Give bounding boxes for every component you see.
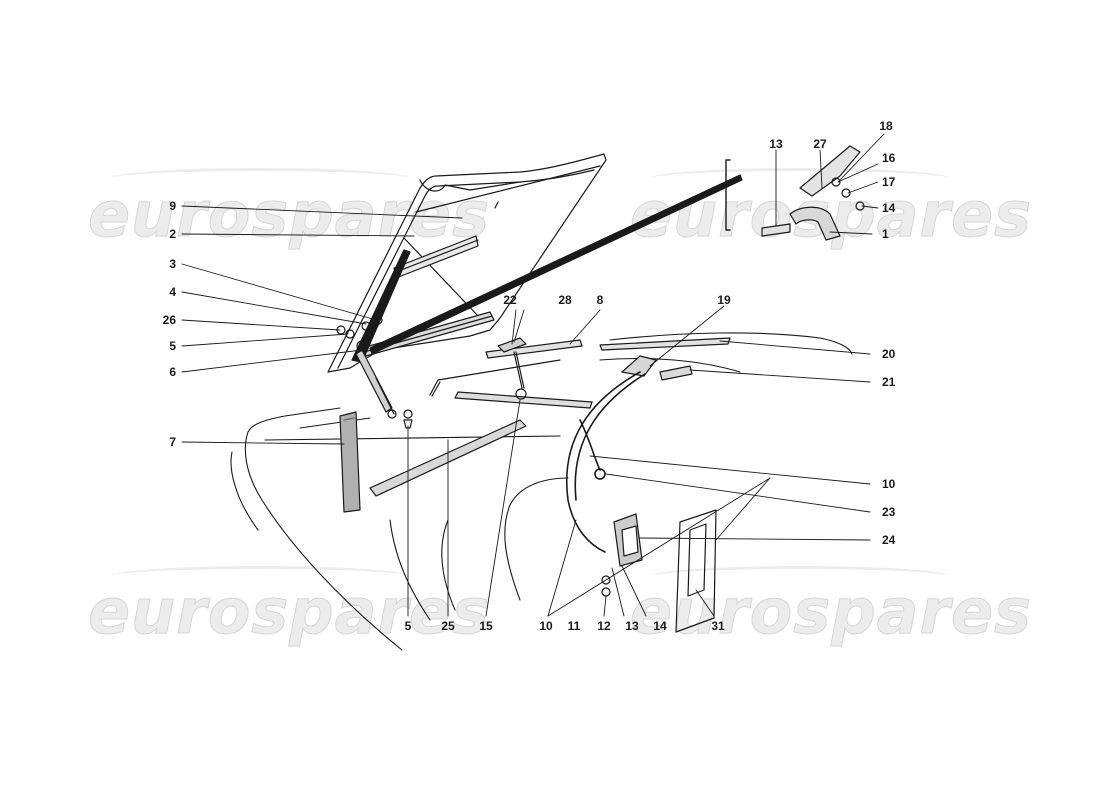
handle-bracket bbox=[675, 509, 717, 633]
leader-lines bbox=[181, 133, 885, 617]
car-body-outline bbox=[230, 332, 853, 651]
callout-label: 5 bbox=[404, 619, 412, 633]
callout-label: 28 bbox=[558, 293, 572, 307]
callout-label: 26 bbox=[162, 313, 176, 327]
release-cable bbox=[566, 371, 646, 553]
callout-label: 17 bbox=[882, 175, 896, 189]
callout-label: 23 bbox=[882, 505, 896, 519]
callout-label: 13 bbox=[769, 137, 783, 151]
support-lines bbox=[351, 174, 743, 363]
callout-label: 10 bbox=[539, 619, 553, 633]
watermark-text: eurospares bbox=[87, 178, 491, 252]
callout-label: 25 bbox=[441, 619, 455, 633]
callout-label: 6 bbox=[169, 365, 176, 379]
prop-rod bbox=[429, 359, 561, 397]
watermark-swoosh bbox=[110, 168, 410, 189]
watermark-swoosh bbox=[650, 168, 950, 189]
callout-label: 14 bbox=[882, 201, 896, 215]
callout-label: 12 bbox=[597, 619, 611, 633]
frame-seal bbox=[454, 337, 731, 409]
watermark-swoosh bbox=[110, 566, 410, 587]
callout-label: 27 bbox=[813, 137, 827, 151]
callout-label: 16 bbox=[882, 151, 896, 165]
bonnet-lid bbox=[327, 153, 607, 373]
callout-label: 1 bbox=[882, 227, 889, 241]
callout-label: 9 bbox=[169, 199, 176, 213]
watermark-text: eurospares bbox=[87, 575, 491, 649]
callout-label: 13 bbox=[625, 619, 639, 633]
callout-label: 4 bbox=[169, 285, 176, 299]
callout-label: 18 bbox=[879, 119, 893, 133]
gas-strut bbox=[355, 340, 397, 419]
callout-label: 21 bbox=[882, 375, 896, 389]
callout-label: 31 bbox=[711, 619, 725, 633]
callout-label: 19 bbox=[717, 293, 731, 307]
callout-label: 5 bbox=[169, 339, 176, 353]
callout-label: 24 bbox=[882, 533, 896, 547]
callout-label: 8 bbox=[596, 293, 604, 307]
foam-pad bbox=[339, 411, 361, 513]
callout-label: 10 bbox=[882, 477, 896, 491]
callout-label: 2 bbox=[169, 227, 176, 241]
callout-label: 15 bbox=[479, 619, 493, 633]
callout-label: 7 bbox=[169, 435, 176, 449]
callout-label: 14 bbox=[653, 619, 667, 633]
callout-label: 11 bbox=[567, 619, 581, 633]
callout-label: 22 bbox=[503, 293, 517, 307]
watermark-text: eurospares bbox=[629, 575, 1033, 649]
release-handle bbox=[613, 513, 643, 567]
hinge-detail bbox=[725, 145, 865, 241]
callout-label: 3 bbox=[169, 257, 176, 271]
washers bbox=[601, 575, 611, 597]
callout-label: 20 bbox=[882, 347, 896, 361]
watermark-swoosh bbox=[650, 566, 950, 587]
